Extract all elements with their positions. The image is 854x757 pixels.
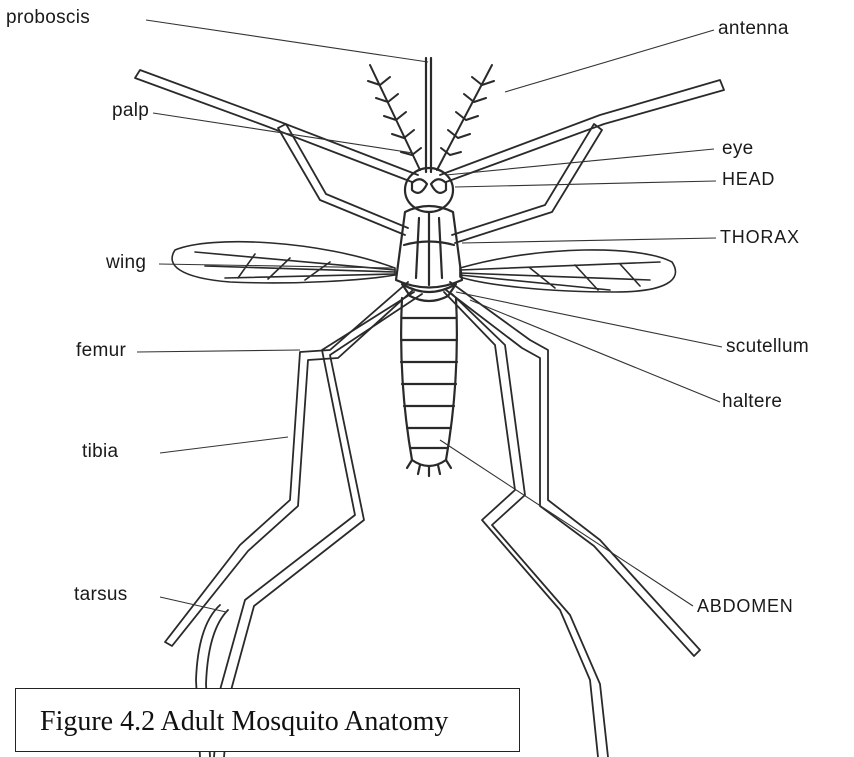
leader-line-haltere — [470, 300, 720, 402]
abdomen-shape — [401, 298, 457, 476]
proboscis-shape — [426, 58, 431, 172]
label-proboscis: proboscis — [6, 8, 90, 27]
leader-line-wing — [159, 264, 395, 268]
leader-line-abdomen — [440, 440, 693, 606]
leader-line-palp — [153, 113, 413, 153]
leader-line-tarsus — [160, 597, 226, 612]
leader-line-antenna — [505, 30, 714, 92]
leader-line-head — [455, 181, 716, 187]
label-eye: eye — [722, 139, 754, 158]
figure-caption: Figure 4.2 Adult Mosquito Anatomy — [40, 706, 448, 738]
leader-line-scutellum — [456, 292, 722, 347]
leader-line-proboscis — [146, 20, 428, 62]
leader-line-femur — [137, 350, 300, 352]
palp-shape — [135, 70, 724, 182]
figure-caption-box: Figure 4.2 Adult Mosquito Anatomy — [15, 688, 520, 752]
label-femur: femur — [76, 341, 126, 360]
label-antenna: antenna — [718, 19, 789, 38]
thorax-shape — [396, 206, 462, 288]
label-haltere: haltere — [722, 392, 782, 411]
leader-line-tibia — [160, 437, 288, 453]
leader-line-eye — [446, 149, 714, 175]
label-wing: wing — [106, 253, 146, 272]
label-head: HEAD — [722, 170, 775, 188]
label-palp: palp — [112, 101, 149, 120]
label-tarsus: tarsus — [74, 585, 128, 604]
label-abdomen: ABDOMEN — [697, 597, 794, 615]
leader-line-thorax — [462, 238, 716, 243]
label-scutellum: scutellum — [726, 337, 809, 356]
label-thorax: THORAX — [720, 228, 800, 246]
label-tibia: tibia — [82, 442, 118, 461]
wing-shape — [172, 242, 675, 292]
